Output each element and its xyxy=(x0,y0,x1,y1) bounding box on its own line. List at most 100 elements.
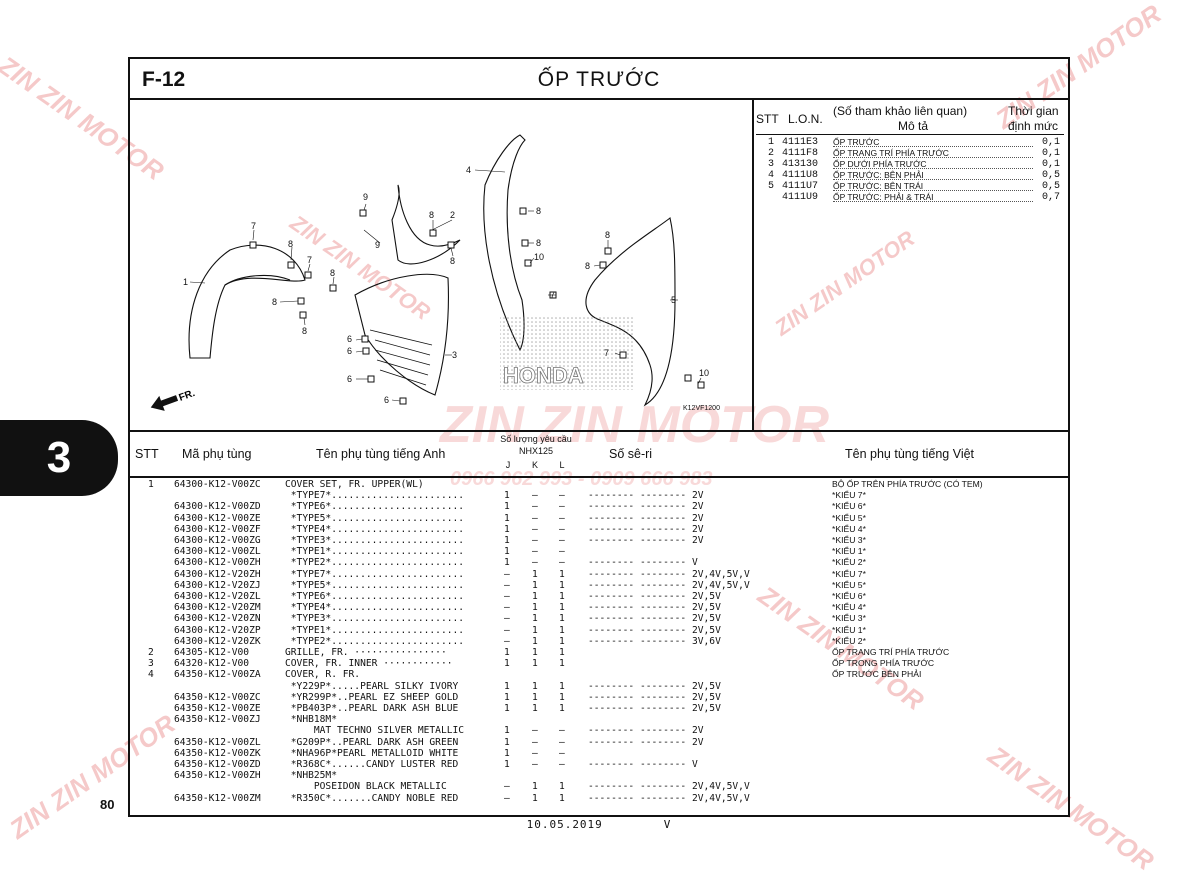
row-name-vn: *KIỂU 6* xyxy=(832,501,866,512)
callout-7d: 7 xyxy=(604,348,609,358)
ref-header-desc-1: (Số tham khảo liên quan) xyxy=(833,104,968,118)
exploded-parts-diagram: HONDA xyxy=(150,134,720,412)
col-header-serial: Số sê-ri xyxy=(609,447,653,461)
part-front-upper-cover xyxy=(188,244,306,359)
ref-time: 0,1 xyxy=(1042,148,1061,159)
row-qty-l: 1 xyxy=(559,568,565,580)
row-qty-k: 1 xyxy=(532,647,538,658)
row-qty-j: 1 xyxy=(504,523,510,535)
row-qty-j: – xyxy=(504,591,510,602)
table-row: 64350-K12-V00ZL *G209P*..PEARL DARK ASH … xyxy=(128,737,1070,748)
row-name-en: *TYPE3*....................... xyxy=(285,613,465,625)
callout-8i: 8 xyxy=(605,230,610,240)
row-name-en: *NHB25M* xyxy=(285,770,337,782)
page-title: ỐP TRƯỚC xyxy=(537,68,661,91)
row-stt: 4 xyxy=(148,669,154,681)
callout-6c: 6 xyxy=(347,374,352,384)
row-qty-k: 1 xyxy=(532,568,538,580)
row-qty-l: 1 xyxy=(559,792,565,804)
row-name-vn: ỐP TRANG TRÍ PHÍA TRƯỚC xyxy=(832,647,950,657)
col-header-l: L xyxy=(559,460,565,470)
table-row: *TYPE7*.......................1––-------… xyxy=(128,490,1070,501)
row-qty-l: – xyxy=(559,546,565,558)
row-qty-j: 1 xyxy=(504,736,510,748)
row-serial: -------- -------- 2V xyxy=(588,535,704,546)
row-part-no: 64300-K12-V20ZN xyxy=(174,613,261,625)
row-name-vn: *KIỂU 7* xyxy=(832,490,866,501)
callout-8j: 8 xyxy=(585,261,590,271)
col-header-name-en: Tên phụ tùng tiếng Anh xyxy=(316,447,446,461)
ref-lon: 4111F8 xyxy=(782,148,819,159)
row-name-en: POSEIDON BLACK METALLIC xyxy=(285,781,447,793)
col-header-qty-title: Số lượng yêu cầu xyxy=(500,434,572,444)
ref-name: ỐP DƯỚI PHÍA TRƯỚC xyxy=(833,159,1033,169)
table-row: 64300-K12-V20ZL *TYPE6*.................… xyxy=(128,591,1070,602)
row-part-no: 64350-K12-V00ZM xyxy=(174,792,261,804)
diagram-image-code: K12VF1200 xyxy=(683,405,720,412)
row-serial: -------- -------- 3V,6V xyxy=(588,635,721,647)
row-qty-l: 1 xyxy=(559,624,565,636)
row-name-en: MAT TECHNO SILVER METALLIC xyxy=(285,725,465,737)
row-qty-j: – xyxy=(504,624,510,636)
parts-table-header-border xyxy=(128,476,1070,478)
row-serial: -------- -------- 2V,5V xyxy=(588,602,721,614)
row-stt: 3 xyxy=(148,658,154,670)
row-name-en: *TYPE5*....................... xyxy=(285,512,465,524)
row-qty-k: 1 xyxy=(532,613,538,625)
row-part-no: 64300-K12-V00ZL xyxy=(174,546,261,558)
row-qty-k: 1 xyxy=(532,792,538,804)
ref-stt: 4 xyxy=(768,170,775,181)
table-row: 64300-K12-V20ZN *TYPE3*.................… xyxy=(128,613,1070,624)
row-part-no: 64300-K12-V00ZG xyxy=(174,535,261,546)
row-name-en: *TYPE6*....................... xyxy=(285,501,465,513)
watermark-brand: ZIN ZIN MOTOR xyxy=(440,396,830,454)
row-name-vn: *KIỂU 5* xyxy=(832,579,866,590)
row-qty-k: – xyxy=(532,490,538,502)
row-part-no: 64300-K12-V20ZP xyxy=(174,624,261,636)
row-serial: -------- -------- 2V xyxy=(588,523,704,535)
row-name-vn: *KIỂU 7* xyxy=(832,568,866,579)
ref-name: ỐP TRƯỚC: PHẢI & TRÁI xyxy=(833,192,1033,202)
row-serial: -------- -------- 2V,4V,5V,V xyxy=(588,792,750,804)
row-name-vn: *KIỂU 6* xyxy=(832,591,866,601)
parts-table-top-border xyxy=(128,430,1070,432)
ref-time: 0,5 xyxy=(1042,170,1061,181)
row-qty-l: – xyxy=(559,490,565,502)
row-serial: -------- -------- 2V xyxy=(588,736,704,748)
row-part-no: 64300-K12-V00ZC xyxy=(174,479,261,490)
callout-8d: 8 xyxy=(302,326,307,336)
ref-lon: 4111U8 xyxy=(782,170,819,181)
row-qty-k: – xyxy=(532,535,538,546)
row-qty-j: 1 xyxy=(504,490,510,502)
ref-name: ỐP TRƯỚC: BÊN PHẢI xyxy=(833,170,1033,180)
row-name-en: COVER, R. FR. xyxy=(285,669,361,681)
callout-6d: 6 xyxy=(384,395,389,405)
callout-8b: 8 xyxy=(330,268,335,278)
row-qty-k: 1 xyxy=(532,602,538,614)
row-name-en: *TYPE3*....................... xyxy=(285,535,465,546)
row-qty-j: – xyxy=(504,579,510,591)
row-part-no: 64300-K12-V00ZF xyxy=(174,523,261,535)
row-name-en: *TYPE5*....................... xyxy=(285,579,465,591)
row-name-en: *TYPE2*....................... xyxy=(285,635,465,647)
row-serial: -------- -------- V xyxy=(588,557,698,569)
page-frame xyxy=(128,57,1070,817)
row-qty-k: – xyxy=(532,725,538,737)
diagram-divider xyxy=(752,100,754,430)
row-qty-l: 1 xyxy=(559,602,565,614)
row-qty-j: 1 xyxy=(504,535,510,546)
row-qty-k: – xyxy=(532,557,538,569)
row-part-no: 64350-K12-V00ZA xyxy=(174,669,261,681)
row-qty-k: – xyxy=(532,523,538,535)
callout-2: 2 xyxy=(450,210,455,220)
row-qty-l: – xyxy=(559,512,565,524)
row-qty-k: – xyxy=(532,759,538,770)
row-qty-l: – xyxy=(559,557,565,569)
row-part-no: 64350-K12-V00ZH xyxy=(174,770,261,782)
row-name-vn: *KIỂU 4* xyxy=(832,602,866,613)
row-name-vn: *KIỂU 2* xyxy=(832,635,866,646)
row-qty-k: 1 xyxy=(532,624,538,636)
